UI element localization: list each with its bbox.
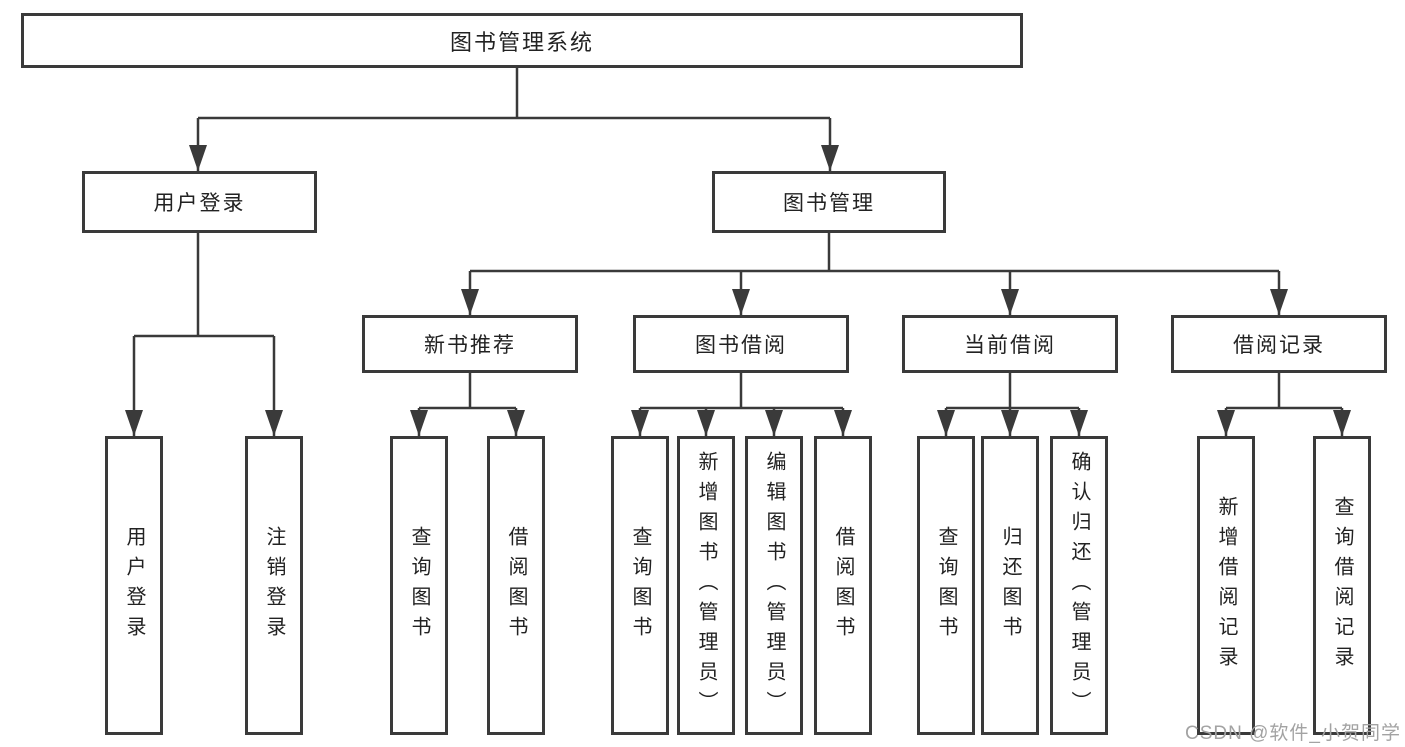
node-book-borrowing: 图书借阅 [633,315,849,373]
leaf-logout-login-label: 注销登录 [263,525,285,646]
edge-book-management-trunk [470,233,1279,273]
leaf-query-books-3-label: 查询图书 [935,525,957,646]
edge-user-login-trunk [134,233,274,338]
leaf-return-book: 归还图书 [981,436,1039,735]
edge-new-book-trunk [419,373,516,410]
node-new-book-recommend: 新书推荐 [362,315,578,373]
node-book-management-system: 图书管理系统 [21,13,1023,68]
leaf-query-books-1: 查询图书 [390,436,448,735]
edge-book-borrowing-trunk [640,373,843,410]
leaf-add-borrow-record: 新增借阅记录 [1197,436,1255,735]
leaf-query-books-3: 查询图书 [917,436,975,735]
leaf-query-books-2-label: 查询图书 [629,525,651,646]
leaf-edit-book-admin-label: 编辑图书（管理员） [763,450,785,721]
node-borrow-records: 借阅记录 [1171,315,1387,373]
leaf-edit-book-admin: 编辑图书（管理员） [745,436,803,735]
leaf-query-books-1-label: 查询图书 [408,525,430,646]
leaf-logout-login: 注销登录 [245,436,303,735]
leaf-user-login-label: 用户登录 [123,525,145,646]
leaf-query-borrow-record-label: 查询借阅记录 [1331,495,1353,676]
leaf-borrow-books-2: 借阅图书 [814,436,872,735]
leaf-add-book-admin: 新增图书（管理员） [677,436,735,735]
leaf-confirm-return-admin: 确认归还（管理员） [1050,436,1108,735]
leaf-query-books-2: 查询图书 [611,436,669,735]
leaf-borrow-books-1-label: 借阅图书 [505,525,527,646]
csdn-watermark: CSDN @软件_小贺同学 [1185,723,1401,744]
leaf-query-borrow-record: 查询借阅记录 [1313,436,1371,735]
edge-root-trunk [198,68,830,120]
edge-borrow-records-trunk [1226,373,1342,410]
leaf-add-book-admin-label: 新增图书（管理员） [695,450,717,721]
leaf-user-login: 用户登录 [105,436,163,735]
leaf-add-borrow-record-label: 新增借阅记录 [1215,495,1237,676]
leaf-borrow-books-1: 借阅图书 [487,436,545,735]
node-current-borrowing: 当前借阅 [902,315,1118,373]
node-user-login: 用户登录 [82,171,317,233]
leaf-borrow-books-2-label: 借阅图书 [832,525,854,646]
leaf-return-book-label: 归还图书 [999,525,1021,646]
leaf-confirm-return-admin-label: 确认归还（管理员） [1068,450,1090,721]
edge-current-borrowing-trunk [946,373,1079,410]
node-book-management: 图书管理 [712,171,946,233]
